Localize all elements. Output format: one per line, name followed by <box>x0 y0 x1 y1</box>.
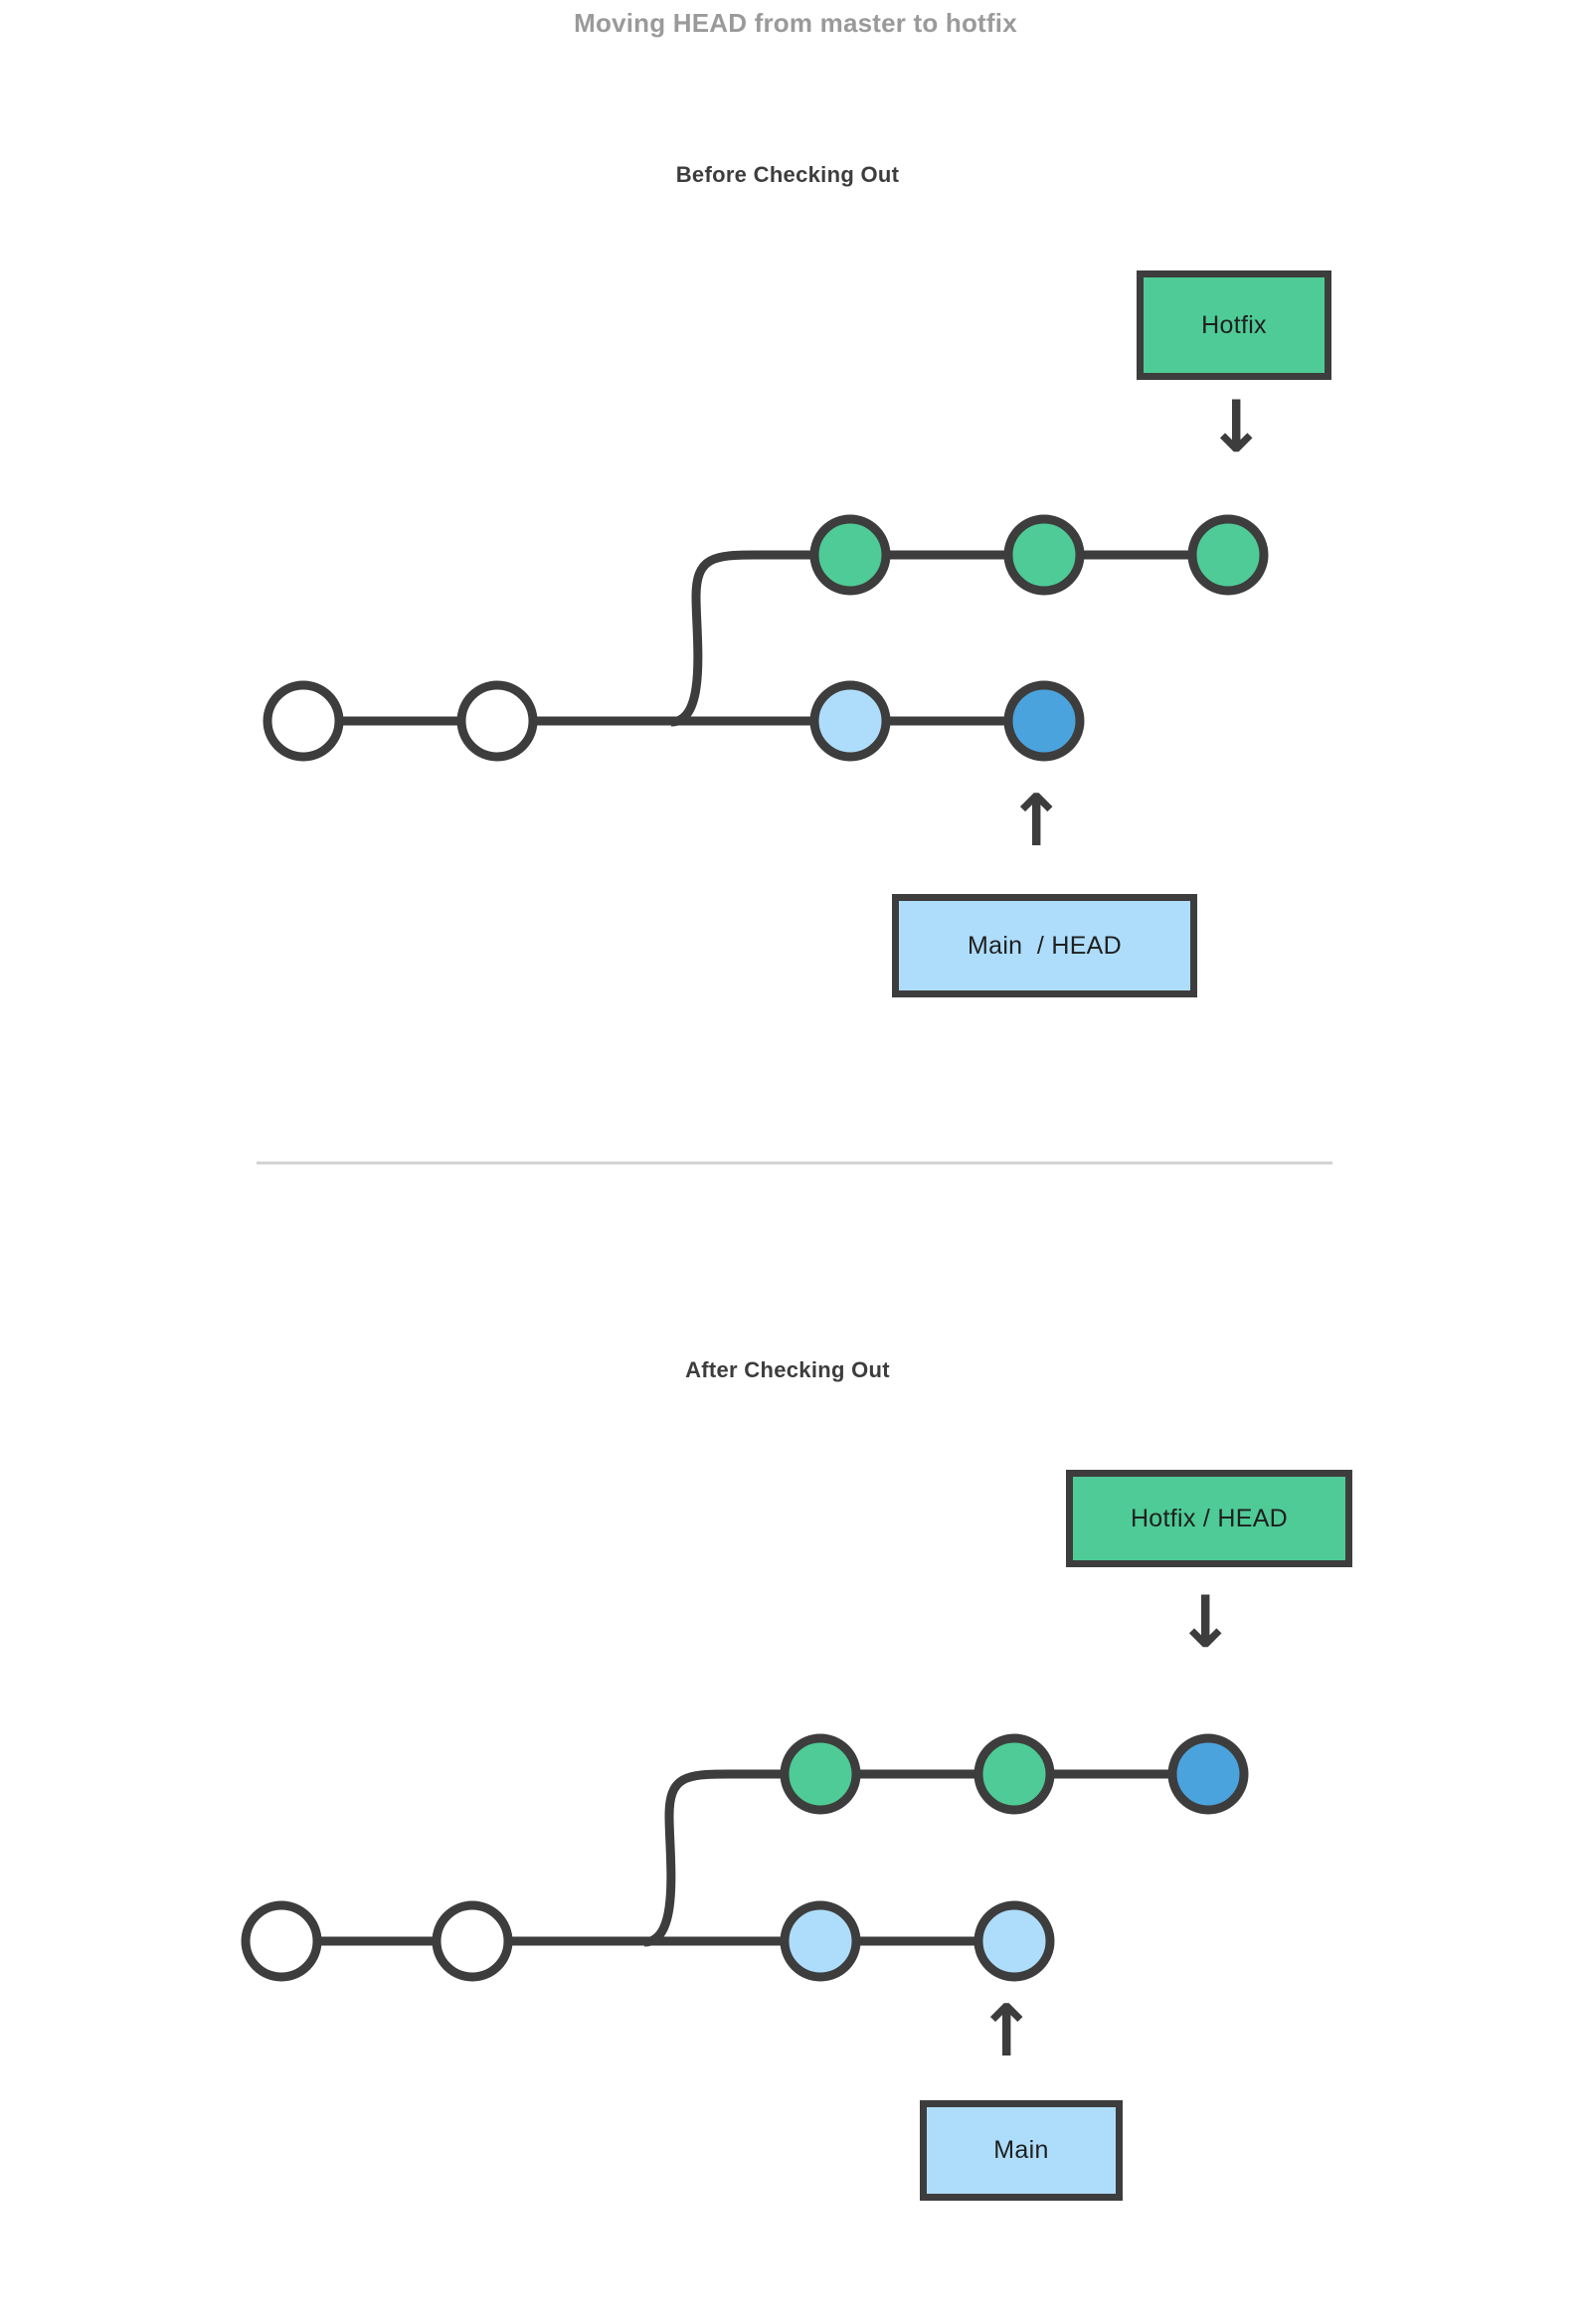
edge-branch-curve <box>670 550 850 727</box>
arrow-down-icon-after: ↓ <box>1175 1580 1236 1664</box>
commit-node-hotfix-3[interactable] <box>1187 514 1269 596</box>
commit-node-hotfix-2-after[interactable] <box>973 1733 1055 1815</box>
section-divider <box>257 1162 1332 1164</box>
commit-node-main-4-head[interactable] <box>1003 680 1085 762</box>
commit-node-main-2[interactable] <box>456 680 538 762</box>
hotfix-head-label-box[interactable]: Hotfix / HEAD <box>1066 1470 1352 1567</box>
commit-node-main-3-after[interactable] <box>780 1900 861 1982</box>
commit-node-hotfix-2[interactable] <box>1003 514 1085 596</box>
after-section-heading: After Checking Out <box>685 1357 890 1382</box>
commit-node-main-4-after[interactable] <box>973 1900 1055 1982</box>
edge-branch-curve-after <box>643 1769 820 1947</box>
commit-node-hotfix-3-head-after[interactable] <box>1167 1733 1249 1815</box>
hotfix-branch-label-box[interactable]: Hotfix <box>1137 270 1331 380</box>
main-label-box[interactable]: Main <box>920 2100 1123 2201</box>
commit-node-main-3[interactable] <box>809 680 891 762</box>
commit-node-main-1[interactable] <box>263 680 344 762</box>
before-section-heading: Before Checking Out <box>675 162 900 187</box>
commit-node-hotfix-1-after[interactable] <box>780 1733 861 1815</box>
arrow-up-icon: ↑ <box>1006 779 1067 862</box>
commit-node-main-1-after[interactable] <box>241 1900 322 1982</box>
main-head-label-box[interactable]: Main / HEAD <box>892 894 1197 997</box>
arrow-down-icon: ↓ <box>1206 385 1267 468</box>
commit-node-hotfix-1[interactable] <box>809 514 891 596</box>
arrow-up-icon-after: ↑ <box>976 1989 1037 2072</box>
commit-node-main-2-after[interactable] <box>432 1900 513 1982</box>
page-title: Moving HEAD from master to hotfix <box>574 8 1017 38</box>
